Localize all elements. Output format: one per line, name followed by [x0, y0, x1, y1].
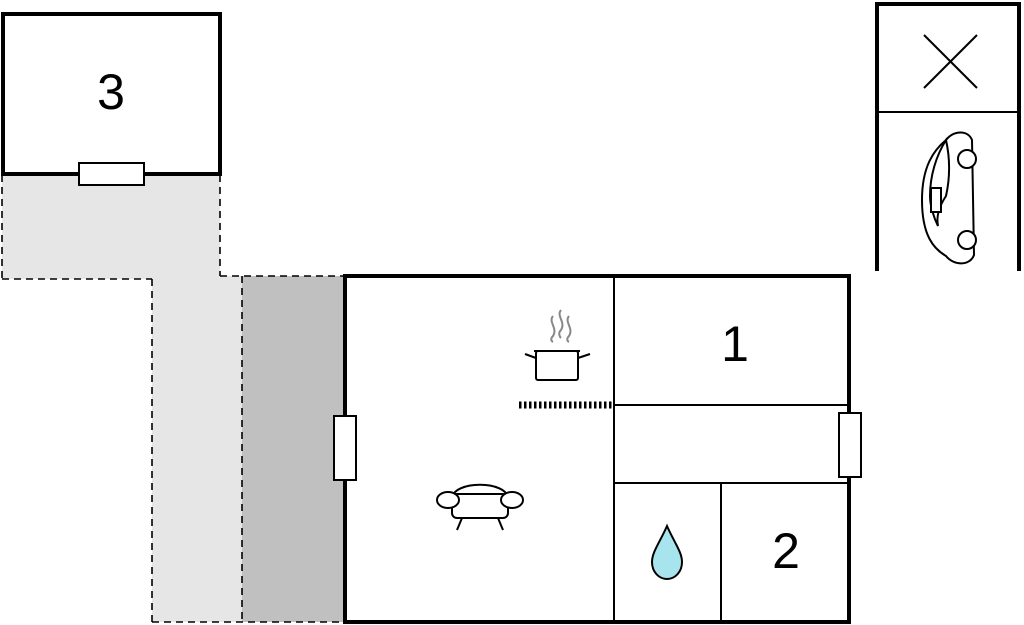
- walkway-outline: [1, 175, 345, 623]
- interior-walls: [613, 276, 849, 622]
- walkway-area: [2, 175, 242, 622]
- cooking-pot-icon: [524, 309, 591, 381]
- cross-icon: [923, 34, 978, 89]
- side-door: [838, 412, 862, 478]
- water-drop-icon: [650, 523, 684, 581]
- room-3-door: [78, 162, 145, 186]
- sofa-icon: [436, 483, 524, 531]
- room-2-label: 2: [772, 523, 800, 579]
- room-1-label: 1: [721, 316, 749, 372]
- room-3-label: 3: [97, 64, 125, 120]
- front-door: [333, 415, 357, 481]
- terrace-area: [242, 276, 345, 622]
- carport: [875, 2, 1021, 271]
- car-icon: [920, 131, 977, 265]
